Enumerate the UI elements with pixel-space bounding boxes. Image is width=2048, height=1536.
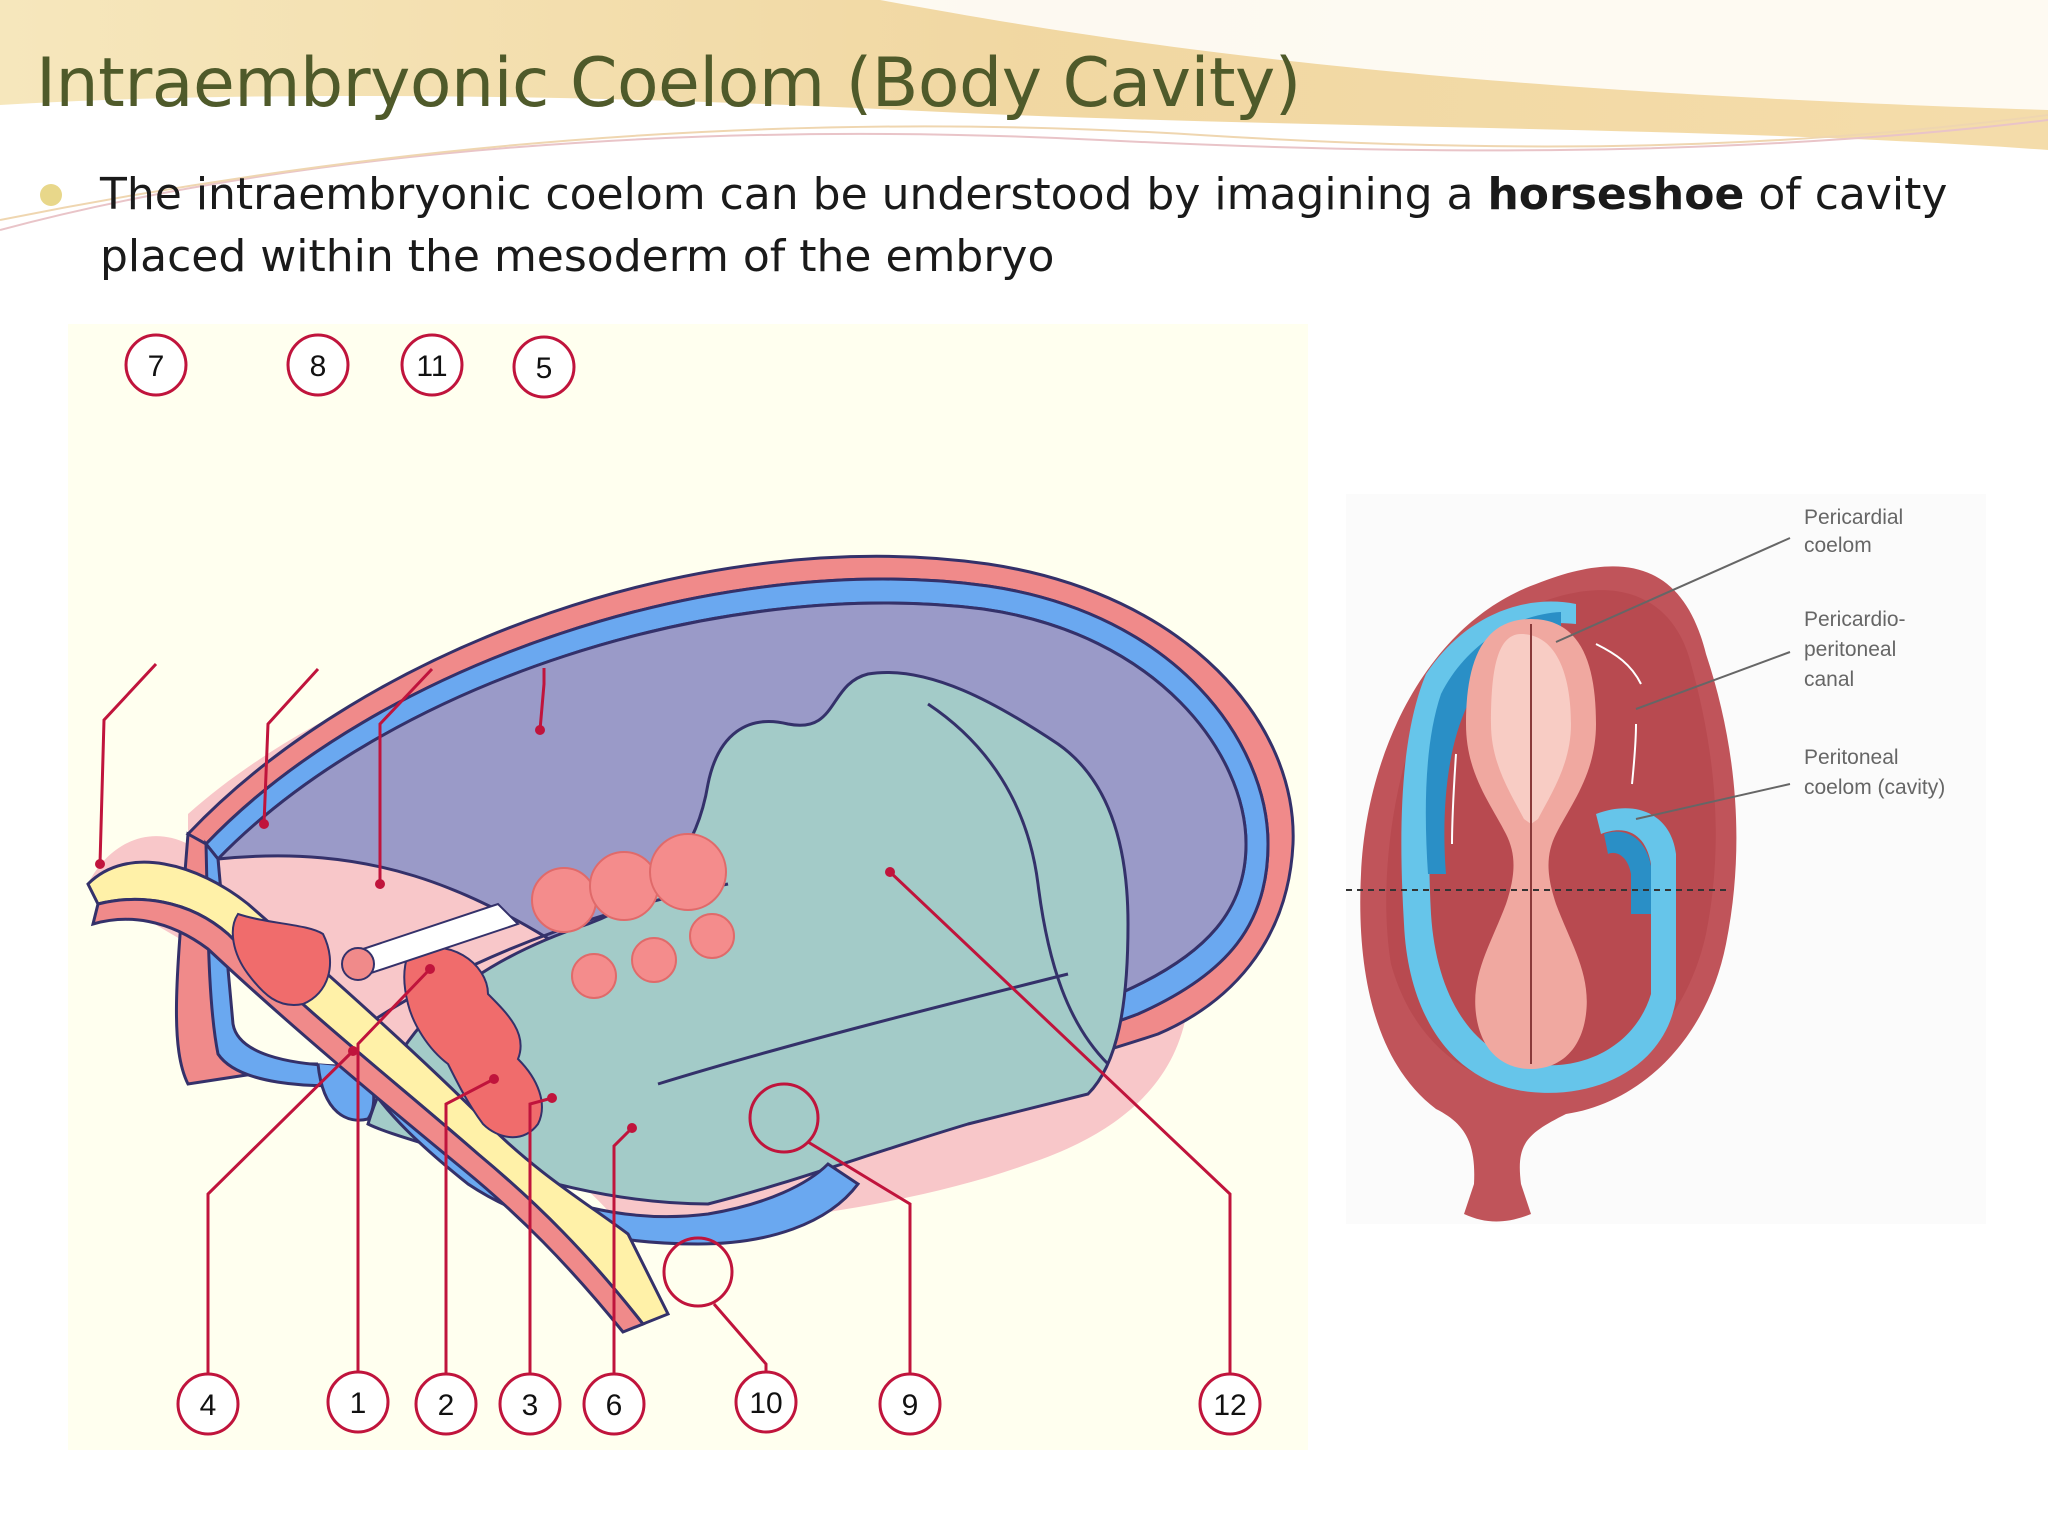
coelom-horseshoe <box>1401 601 1676 1093</box>
label-5-text: 5 <box>536 352 553 385</box>
label-2-text: 2 <box>438 1389 455 1422</box>
label-11: 11 <box>400 333 464 397</box>
coelom-horseshoe-dark <box>1425 612 1561 874</box>
blood-island <box>631 937 677 983</box>
label-4-text: 4 <box>200 1389 217 1422</box>
bullet-text: The intraembryonic coelom can be underst… <box>100 164 2000 288</box>
label-7: 7 <box>124 333 188 397</box>
leader-line-12 <box>888 870 1232 1374</box>
embryo-coelom-illustration: Pericardial coelom Pericardio- peritonea… <box>1346 494 1986 1224</box>
label-8: 8 <box>286 333 350 397</box>
bullet-text-bold: horseshoe <box>1487 169 1745 220</box>
blood-island <box>531 867 597 933</box>
canal-label-line-2: peritoneal <box>1804 638 1896 661</box>
leader-line-10 <box>712 1303 768 1372</box>
yolk-fold-line <box>657 972 1069 1086</box>
left-wall-blue <box>204 839 373 1088</box>
blood-island <box>571 953 617 999</box>
label-6-text: 6 <box>606 1389 623 1422</box>
leader-dot-6 <box>627 1123 637 1133</box>
label-4: 4 <box>176 1372 240 1436</box>
leader-dot-1 <box>425 964 435 974</box>
pericardial-label-line-1: Pericardial <box>1804 506 1903 529</box>
label-9-text: 9 <box>902 1389 919 1422</box>
pointer-line-peritoneal <box>1635 783 1791 820</box>
leader-dot-7 <box>95 859 105 869</box>
label-1-text: 1 <box>350 1387 367 1420</box>
pointer-line-canal <box>1635 651 1791 710</box>
label-12: 12 <box>1198 1372 1262 1436</box>
pericardial-label-line-2: coelom <box>1804 534 1872 557</box>
leader-line-3 <box>528 1096 553 1374</box>
label-5: 5 <box>512 335 576 399</box>
flow-arrow <box>1631 723 1637 785</box>
pointer-line-pericardial <box>1555 537 1791 643</box>
bullet-text-start: The intraembryonic coelom can be underst… <box>100 169 1488 220</box>
leader-line-6 <box>612 1126 634 1374</box>
leader-dot-12 <box>885 867 895 877</box>
label-3-text: 3 <box>522 1389 539 1422</box>
label-10-text: 10 <box>749 1387 782 1420</box>
embryo-cross-section-diagram: 7 8 11 5 4 1 2 3 6 10 9 12 <box>68 324 1308 1450</box>
label-8-text: 8 <box>310 350 327 383</box>
bullet-icon <box>40 184 62 206</box>
flow-arrow <box>1451 753 1457 845</box>
flow-arrow <box>1595 643 1642 685</box>
slide-title: Intraembryonic Coelom (Body Cavity) <box>36 44 1301 123</box>
canal-label-line-3: canal <box>1804 668 1854 691</box>
header-swoosh <box>0 0 2048 231</box>
blood-island <box>649 833 727 911</box>
leader-dot-3 <box>547 1093 557 1103</box>
canal-label-line-1: Pericardio- <box>1804 608 1906 631</box>
label-3: 3 <box>498 1372 562 1436</box>
bullet-text-end: of cavity placed within the mesoderm of … <box>100 169 1948 282</box>
leader-line-8 <box>262 667 320 825</box>
yolk-fold-line-2 <box>927 702 1110 1066</box>
label-12-text: 12 <box>1213 1389 1246 1422</box>
leader-line-2 <box>444 1077 495 1374</box>
label-11-text: 11 <box>416 350 447 383</box>
leader-dot-11 <box>375 879 385 889</box>
leader-dot-8 <box>259 819 269 829</box>
highlight-circle-9 <box>748 1082 820 1154</box>
mesoderm-blob-left <box>231 912 332 1006</box>
mesoderm-blob-right <box>403 946 543 1139</box>
notochord <box>341 947 375 981</box>
coelom-right-dark <box>1604 831 1651 914</box>
label-6: 6 <box>582 1372 646 1436</box>
leader-line-11 <box>378 667 434 884</box>
leader-line-7 <box>98 662 158 865</box>
leader-line-5 <box>538 668 546 731</box>
peritoneal-label-line-2: coelom (cavity) <box>1804 776 1945 799</box>
peritoneal-label-line-1: Peritoneal <box>1804 746 1899 769</box>
label-1: 1 <box>326 1370 390 1434</box>
leader-line-4 <box>206 1049 355 1378</box>
label-9: 9 <box>878 1372 942 1436</box>
label-7-text: 7 <box>148 350 165 383</box>
label-10: 10 <box>734 1370 798 1434</box>
leader-dot-2 <box>489 1074 499 1084</box>
leader-line-1 <box>356 967 432 1372</box>
blood-island <box>689 913 735 959</box>
highlight-circle-10 <box>662 1236 734 1308</box>
leader-line-9 <box>807 1140 912 1374</box>
blood-island <box>589 851 659 921</box>
label-2: 2 <box>414 1372 478 1436</box>
leader-dot-5 <box>535 725 545 735</box>
leader-dot-4 <box>348 1046 358 1056</box>
